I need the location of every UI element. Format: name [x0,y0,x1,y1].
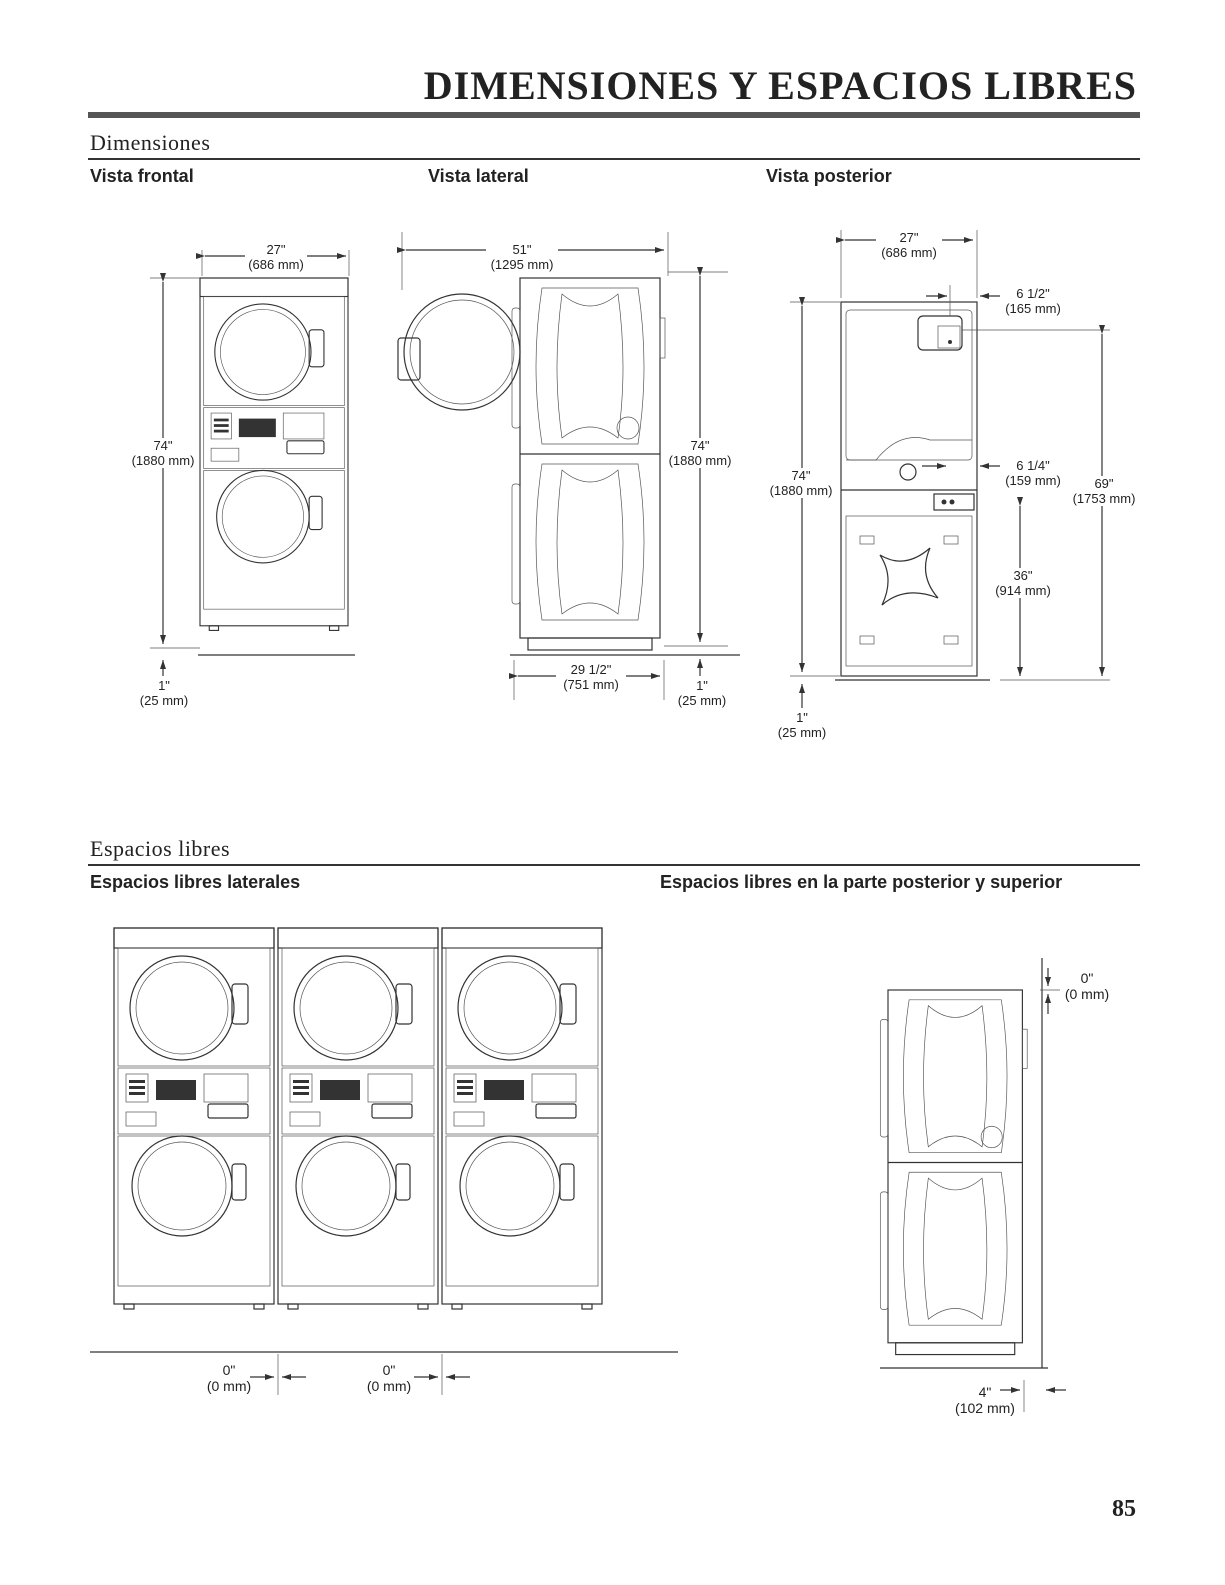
side-gap2-label: 0"(0 mm) [366,1362,412,1394]
front-width-label: 27"(686 mm) [245,242,307,272]
rear-hookup-height-label: 36"(914 mm) [990,568,1056,598]
top-clearance-label: 0"(0 mm) [1064,970,1110,1002]
section-rule-dimensions [88,158,1140,160]
rear-width-label: 27"(686 mm) [876,230,942,260]
side-depth-label: 29 1/2"(751 mm) [556,662,626,692]
rear-clearance-label: 4"(102 mm) [955,1384,1015,1416]
label-side-view: Vista lateral [428,166,529,186]
side-clearance-drawing [90,927,678,1395]
label-rear-view: Vista posterior [766,166,892,186]
label-rear-top-clearances: Espacios libres en la parte posterior y … [660,872,1063,892]
rear-top-clearance-drawing [879,958,1066,1412]
rear-feet-label: 1"(25 mm) [777,710,827,740]
side-height-label: 74"(1880 mm) [664,438,736,468]
section-rule-clearances [88,864,1140,866]
front-height-label: 74"(1880 mm) [128,438,198,468]
label-side-clearances: Espacios libres laterales [90,872,301,892]
rear-inlet-offset-label: 6 1/4"(159 mm) [1005,458,1061,488]
front-feet-label: 1"(25 mm) [139,678,189,708]
side-feet-label: 1"(25 mm) [677,678,727,708]
rear-vent-height-label: 69"(1753 mm) [1064,476,1144,506]
rear-height-label: 74"(1880 mm) [764,468,838,498]
side-depth-door-label: 51"(1295 mm) [486,242,558,272]
side-gap1-label: 0"(0 mm) [206,1362,252,1394]
rear-vent-offset-label: 6 1/2"(165 mm) [1005,286,1061,316]
section-title-clearances: Espacios libres [90,836,231,861]
page-title: DIMENSIONES Y ESPACIOS LIBRES [423,63,1137,108]
title-rule [88,112,1140,118]
page-number: 85 [1112,1496,1136,1522]
section-title-dimensions: Dimensiones [90,130,211,155]
label-front-view: Vista frontal [90,166,194,186]
